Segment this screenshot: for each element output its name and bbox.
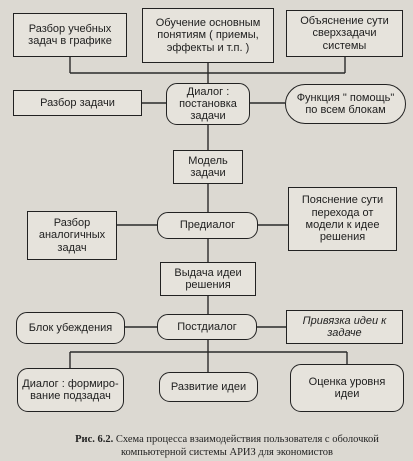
node-n2: Обучение основным понятиям ( приемы, эфф…	[142, 8, 274, 63]
node-n5: Диалог : постановка задачи	[166, 83, 250, 125]
node-n11: Выдача идеи решения	[160, 262, 256, 296]
node-n16: Развитие идеи	[159, 372, 258, 402]
node-n17: Оценка уровня идеи	[290, 364, 404, 412]
figure-caption: Рис. 6.2. Схема процесса взаимодействия …	[52, 434, 402, 459]
node-n9: Предиалог	[157, 212, 258, 239]
caption-label: Рис. 6.2.	[75, 434, 114, 445]
caption-text: Схема процесса взаимодействия пользовате…	[115, 434, 379, 458]
node-n3: Объяснение сути сверхзадачи системы	[286, 10, 403, 57]
node-n12: Блок убеждения	[16, 312, 125, 344]
node-n7: Модель задачи	[173, 150, 243, 184]
node-n15: Диалог : формиро-вание подзадач	[17, 368, 124, 412]
node-n8: Разбор аналогичных задач	[27, 211, 117, 260]
node-n1: Разбор учебных задач в графике	[13, 13, 127, 57]
node-n13: Постдиалог	[157, 314, 257, 340]
node-n10: Пояснение сути перехода от модели к идее…	[288, 187, 397, 251]
node-n6: Функция " помощь" по всем блокам	[285, 84, 406, 124]
node-n14: Привязка идеи к задаче	[286, 310, 403, 344]
node-n4: Разбор задачи	[13, 90, 142, 116]
